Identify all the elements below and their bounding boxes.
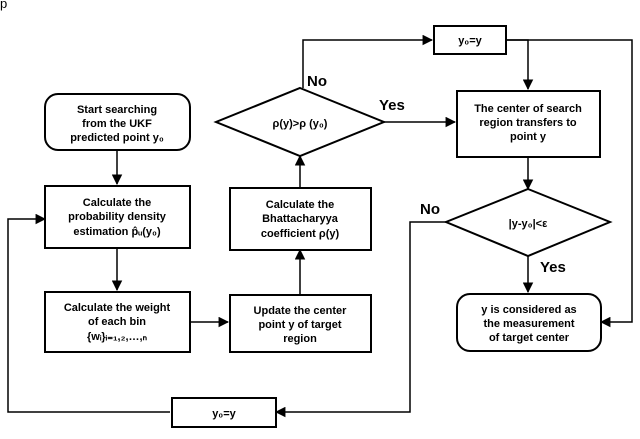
node-update-center-line-2: point y of target (258, 319, 341, 331)
node-calc-bhatt-line-1: Calculate the (266, 199, 334, 211)
node-calc-pdf: Calculate the probability density estima… (44, 185, 191, 249)
node-assign-bottom-text: y₀=y (212, 408, 236, 420)
node-calc-pdf-line-1: Calculate the (83, 197, 151, 209)
node-calc-pdf-line-3: estimation p̂ᵤ(y₀) (73, 226, 161, 238)
node-assign-top: y₀=y (433, 25, 507, 55)
node-calc-bhatt-line-3: coefficient ρ(y) (261, 228, 340, 240)
node-update-center: Update the center point y of target regi… (229, 294, 372, 353)
node-calc-weight: Calculate the weight of each bin {wᵢ}ᵢ₌₁… (44, 291, 191, 353)
node-calc-weight-line-2: of each bin (88, 316, 146, 328)
node-result-line-3: of target center (489, 332, 570, 344)
node-result-line-1: y is considered as (481, 304, 576, 316)
node-result: y is considered as the measurement of ta… (456, 293, 602, 352)
node-calc-bhatt-line-2: Bhattacharyya (262, 213, 339, 225)
edge-label-rho-no: No (307, 73, 327, 90)
node-transfer: The center of search region transfers to… (456, 90, 601, 158)
decision-eps-text: |y-y₀|<ε (509, 218, 548, 230)
node-transfer-line-2: region transfers to (479, 117, 576, 129)
node-calc-pdf-line-2: probability density (68, 211, 167, 223)
node-transfer-line-1: The center of search (474, 103, 582, 115)
node-update-center-line-3: region (283, 333, 317, 345)
node-start-line-1: Start searching (77, 104, 157, 116)
node-result-line-2: the measurement (483, 318, 574, 330)
decision-rho: ρ(y)>ρ (y₀) (213, 86, 387, 158)
edge-label-eps-no: No (420, 201, 440, 218)
decision-eps: |y-y₀|<ε (443, 187, 613, 258)
header-fragment: p (0, 0, 7, 11)
node-update-center-line-1: Update the center (254, 305, 348, 317)
node-calc-weight-line-1: Calculate the weight (64, 302, 171, 314)
edge-label-eps-yes: Yes (540, 259, 566, 276)
edge-label-rho-yes: Yes (379, 97, 405, 114)
connectors (7, 34, 633, 418)
node-assign-top-text: y₀=y (458, 35, 482, 47)
node-calc-weight-line-3: {wᵢ}ᵢ₌₁,₂,…,ₙ (87, 331, 148, 343)
decision-rho-text: ρ(y)>ρ (y₀) (273, 118, 328, 130)
node-start-line-3: predicted point y₀ (70, 132, 164, 144)
node-assign-bottom: y₀=y (171, 397, 277, 428)
node-transfer-line-3: point y (510, 131, 547, 143)
node-start: Start searching from the UKF predicted p… (44, 93, 191, 151)
node-start-line-2: from the UKF (82, 118, 152, 130)
node-calc-bhatt: Calculate the Bhattacharyya coefficient … (229, 187, 372, 251)
